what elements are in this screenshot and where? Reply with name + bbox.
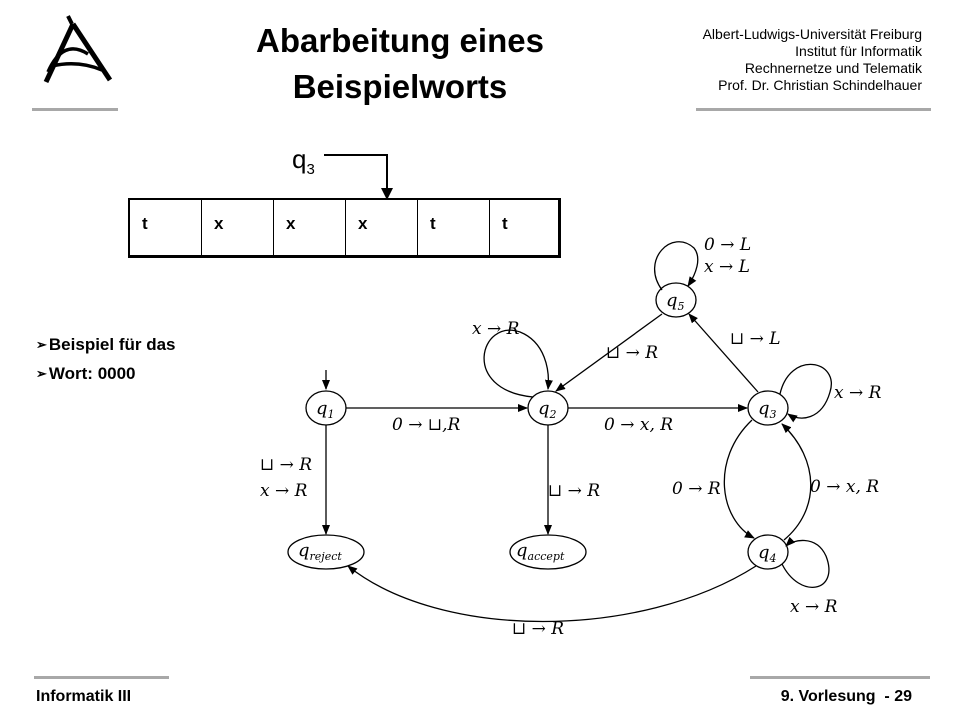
bullet-text: Wort: 0000	[48, 364, 136, 383]
institution-line: Rechnernetze und Telematik	[744, 60, 922, 76]
svg-text:q5: q5	[666, 290, 685, 313]
q4-label-sub: 4	[769, 552, 777, 565]
tape-cell: x	[274, 200, 346, 255]
tape-cell: x	[346, 200, 418, 255]
q3-to-q4-right-label: 0 → x, R	[810, 477, 879, 497]
q3-loop-label: x → R	[834, 383, 882, 403]
head-state-label: q3	[292, 144, 315, 178]
q3-to-q5-label: ⊔ → L	[730, 329, 781, 349]
q1-reject-label-1: ⊔ → R	[260, 455, 312, 475]
tape-cell: t	[130, 200, 202, 255]
arrow-bullet-icon: ➢	[36, 337, 47, 352]
footer-course: Informatik III	[36, 688, 132, 705]
svg-text:q2: q2	[538, 398, 557, 421]
head-state-base: q	[292, 144, 307, 174]
logo-underline	[32, 108, 118, 111]
q5-self-loop	[654, 241, 699, 291]
q3-self-loop	[779, 363, 832, 423]
svg-text:qaccept: qaccept	[516, 540, 565, 563]
q2-to-q5-label: ⊔ → R	[606, 343, 658, 363]
svg-text:q3: q3	[758, 398, 777, 421]
q3-to-q4-left-edge	[723, 419, 755, 539]
svg-text:q1: q1	[316, 398, 335, 421]
footer-lecture: 9. Vorlesung - 29	[780, 688, 912, 705]
tape-cell: x	[202, 200, 274, 255]
q4-to-q3-left-label: 0 → R	[672, 479, 721, 499]
q2-self-loop	[483, 329, 553, 398]
bullet-item: ➢Wort: 0000	[36, 359, 176, 388]
svg-text:q4: q4	[758, 542, 777, 565]
institution-line: Albert-Ludwigs-Universität Freiburg	[702, 26, 922, 42]
head-state-sub: 3	[306, 161, 315, 179]
q2-loop-label: x → R	[472, 319, 520, 339]
q5-loop-label-2: x → L	[704, 257, 750, 277]
accept-label-sub: accept	[528, 550, 565, 563]
bullet-item: ➢Beispiel für das	[36, 330, 176, 359]
state-accept-node	[509, 534, 587, 570]
tape-cell: t	[502, 214, 508, 233]
reject-label: q	[298, 540, 310, 561]
institution-line: Prof. Dr. Christian Schindelhauer	[718, 77, 922, 93]
institution-block: Albert-Ludwigs-Universität Freiburg Inst…	[642, 26, 922, 94]
university-logo	[43, 15, 113, 84]
q2-label: q	[538, 398, 550, 419]
title-line-2: Beispielworts	[292, 68, 508, 105]
q5-label: q	[666, 290, 678, 311]
q4-loop-label: x → R	[790, 597, 838, 617]
bullet-text: Beispiel für das	[48, 335, 176, 354]
footer-rule-right	[750, 676, 930, 679]
q1-to-q2-label: 0 → ⊔,R	[392, 415, 461, 435]
q5-label-sub: 5	[678, 300, 685, 313]
q3-label-sub: 3	[770, 408, 777, 421]
q4-to-reject-edge	[347, 565, 757, 623]
q4-self-loop	[781, 536, 830, 588]
state-q4-node	[747, 534, 789, 570]
q1-label: q	[316, 398, 328, 419]
footer-rule-left	[34, 676, 169, 679]
header-rule	[696, 108, 931, 111]
q2-to-q5-edge	[555, 313, 663, 392]
turing-tape: t x x x t t	[128, 198, 561, 258]
q4-reject-label: ⊔ → R	[512, 619, 564, 639]
arrow-bullet-icon: ➢	[36, 366, 47, 381]
tape-cell: t	[418, 200, 490, 255]
q3-label: q	[758, 398, 770, 419]
accept-label: q	[516, 540, 528, 561]
q5-loop-label-1: 0 → L	[704, 235, 751, 255]
q4-to-q3-right-edge	[781, 423, 812, 541]
reject-label-sub: reject	[310, 550, 343, 563]
state-q3-node	[747, 390, 789, 426]
q4-label: q	[758, 542, 770, 563]
head-pointer-arrow	[324, 154, 393, 200]
q2-accept-label: ⊔ → R	[548, 481, 600, 501]
title-line-1: Abarbeitung eines	[256, 22, 544, 59]
q2-to-q3-label: 0 → x, R	[604, 415, 673, 435]
state-reject-node	[287, 534, 365, 570]
bullet-list: ➢Beispiel für das ➢Wort: 0000	[36, 330, 176, 388]
svg-text:qreject: qreject	[298, 540, 342, 563]
slide-title: Abarbeitung eines Beispielworts	[180, 18, 620, 110]
state-q5-node	[655, 282, 697, 318]
q3-to-q5-edge	[688, 313, 759, 393]
q1-label-sub: 1	[328, 408, 335, 421]
q1-reject-label-2: x → R	[260, 481, 308, 501]
institution-line: Institut für Informatik	[795, 43, 922, 59]
q2-label-sub: 2	[549, 408, 557, 421]
